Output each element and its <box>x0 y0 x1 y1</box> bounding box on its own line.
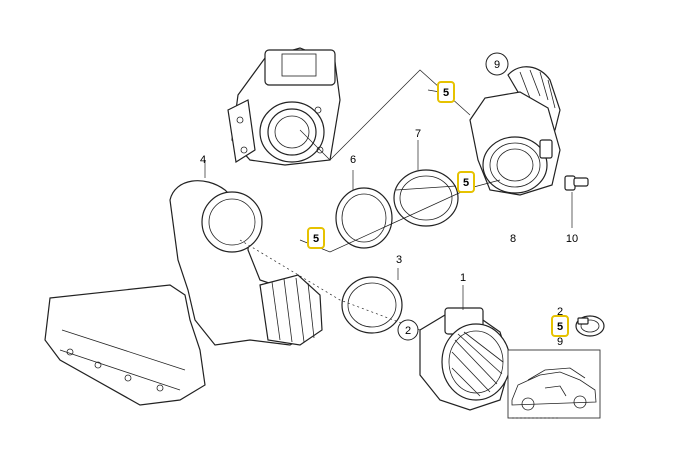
mass-air-flow-sensor[interactable] <box>419 285 511 411</box>
intake-housing[interactable] <box>469 91 561 196</box>
callout-4: 4 <box>200 154 206 166</box>
svg-text:7: 7 <box>415 128 421 140</box>
callout-8: 8 <box>510 233 516 245</box>
hose-fitting[interactable] <box>564 175 589 228</box>
callout-5-clamp[interactable]: 5 <box>551 315 569 337</box>
air-intake-hose[interactable] <box>169 160 323 346</box>
sealing-ring-7[interactable] <box>393 140 459 227</box>
svg-text:10: 10 <box>566 233 578 245</box>
callout-10: 10 <box>566 233 578 245</box>
svg-text:5: 5 <box>443 87 449 99</box>
vehicle-inset <box>507 349 601 419</box>
svg-text:2: 2 <box>405 325 411 337</box>
callout-2-clamp: 2 <box>557 306 563 318</box>
clamp-ring-3[interactable] <box>341 268 403 334</box>
svg-text:2: 2 <box>557 306 563 318</box>
svg-text:9: 9 <box>557 336 563 348</box>
callout-6: 6 <box>350 154 356 166</box>
hose-clamp[interactable] <box>575 315 605 337</box>
callout-5-housing[interactable]: 5 <box>457 171 475 193</box>
svg-text:5: 5 <box>463 177 469 189</box>
callout-5-top[interactable]: 5 <box>437 81 455 103</box>
callout-7: 7 <box>415 128 421 140</box>
svg-text:1: 1 <box>460 272 466 284</box>
sensor-mesh <box>451 331 504 397</box>
svg-text:5: 5 <box>557 321 563 333</box>
callout-2-circled: 2 <box>397 319 419 341</box>
clamp-ring-6[interactable] <box>335 170 393 249</box>
callout-1: 1 <box>460 272 466 284</box>
throttle-body[interactable] <box>227 47 341 166</box>
svg-text:9: 9 <box>494 59 500 71</box>
svg-text:4: 4 <box>200 154 206 166</box>
callout-9-circled: 9 <box>485 52 509 76</box>
callout-3: 3 <box>396 254 402 266</box>
svg-text:6: 6 <box>350 154 356 166</box>
air-duct-shroud[interactable] <box>44 284 206 406</box>
callout-5-hose[interactable]: 5 <box>307 227 325 249</box>
svg-text:8: 8 <box>510 233 516 245</box>
svg-text:3: 3 <box>396 254 402 266</box>
callout-9-clamp: 9 <box>557 336 563 348</box>
svg-text:5: 5 <box>313 233 319 245</box>
